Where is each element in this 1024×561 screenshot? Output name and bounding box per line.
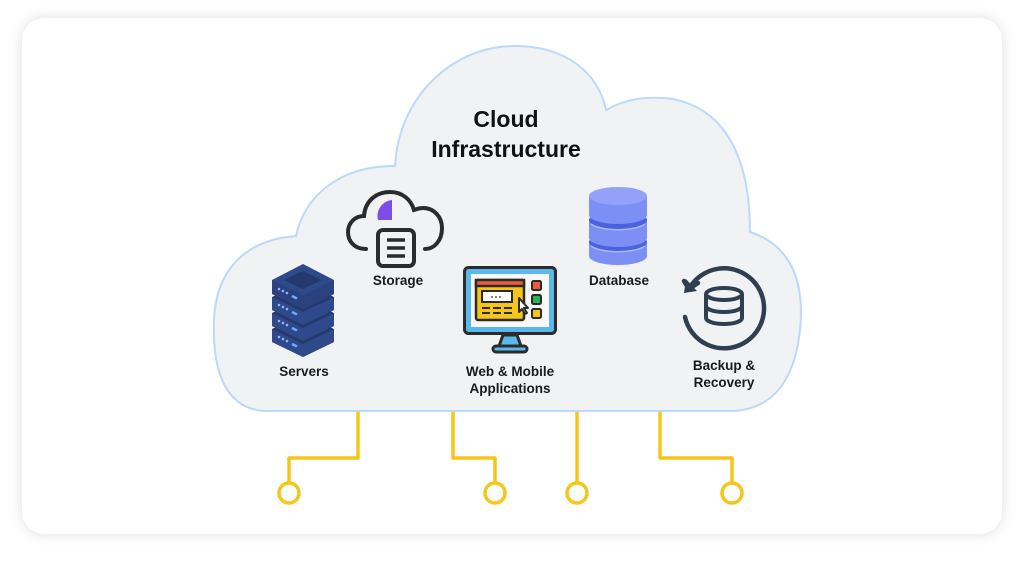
servers-label: Servers xyxy=(279,364,329,379)
backup-restore-icon xyxy=(681,266,767,351)
connector-3 xyxy=(565,410,589,505)
connectors xyxy=(277,410,744,505)
cloud-storage-icon xyxy=(345,189,445,268)
title-line-2: Infrastructure xyxy=(431,136,581,162)
diagram-title: Cloud Infrastructure xyxy=(406,104,606,164)
connector-4 xyxy=(658,410,744,505)
cloud-shape xyxy=(212,44,802,412)
backup-label: Backup & Recovery xyxy=(674,357,774,391)
backup-label-line-2: Recovery xyxy=(693,375,755,390)
web-apps-label-line-2: Applications xyxy=(469,381,551,396)
database-icon xyxy=(589,187,647,265)
database-label: Database xyxy=(588,273,650,288)
monitor-app-icon xyxy=(463,266,557,354)
title-line-1: Cloud xyxy=(473,106,539,132)
server-stack-icon xyxy=(272,264,334,357)
storage-label: Storage xyxy=(372,273,424,288)
connector-1 xyxy=(277,410,360,505)
web-apps-label-line-1: Web & Mobile xyxy=(465,364,555,379)
backup-label-line-1: Backup & xyxy=(692,358,756,373)
web-apps-label: Web & Mobile Applications xyxy=(450,363,570,397)
connector-2 xyxy=(451,410,507,505)
